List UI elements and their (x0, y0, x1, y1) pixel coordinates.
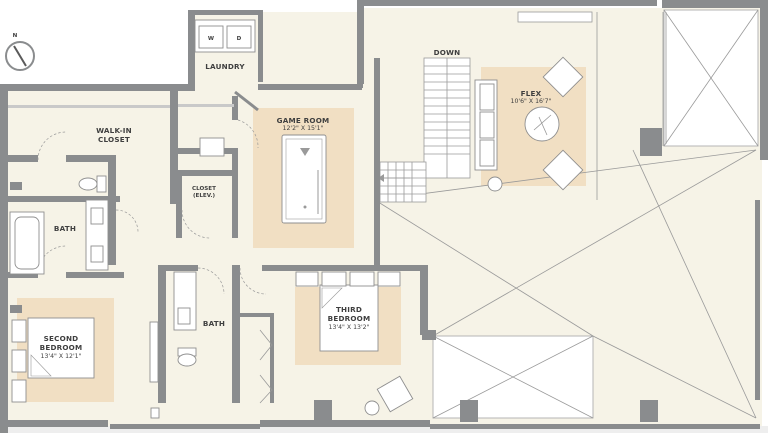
closet-elev-label-line2: (ELEV.) (193, 193, 215, 199)
washer-label: W (208, 36, 214, 42)
walk-in-closet-label-line2: CLOSET (98, 135, 130, 144)
staircase (378, 57, 471, 203)
large-void-lines (374, 12, 757, 419)
open-to-below-lower (432, 335, 594, 419)
door-swings (37, 90, 273, 404)
flex-dims: 10'6" X 16'7" (511, 98, 552, 105)
second-bedroom-dims: 13'4" X 12'1" (41, 353, 82, 360)
walk-in-closet-label-line1: WALK-IN (96, 126, 132, 135)
dryer-label: D (237, 36, 242, 42)
game-room-label: GAME ROOM (277, 116, 330, 125)
compass-north-label: N (13, 33, 18, 39)
bath-center-label: BATH (203, 319, 225, 328)
game-room-dims: 12'2" X 15'1" (283, 125, 324, 132)
compass-icon: N (5, 33, 35, 71)
third-bedroom-label-line1: THIRD (336, 305, 362, 314)
laundry-label: LAUNDRY (205, 62, 245, 71)
second-bedroom-label-line2: BEDROOM (40, 343, 83, 352)
bath-left-label: BATH (54, 224, 76, 233)
fixtures (9, 56, 584, 419)
down-label: DOWN (434, 48, 461, 57)
open-to-below-upper (663, 9, 759, 147)
second-bedroom-label-line1: SECOND (44, 334, 79, 343)
closet-elev-label-line1: CLOSET (192, 186, 216, 192)
third-bedroom-dims: 13'4" X 13'2" (329, 324, 370, 331)
flex-label: FLEX (521, 89, 542, 98)
room-labels: W D LAUNDRY WALK-IN CLOSET GAME ROOM 12'… (40, 36, 552, 360)
third-bedroom-label-line2: BEDROOM (328, 314, 371, 323)
